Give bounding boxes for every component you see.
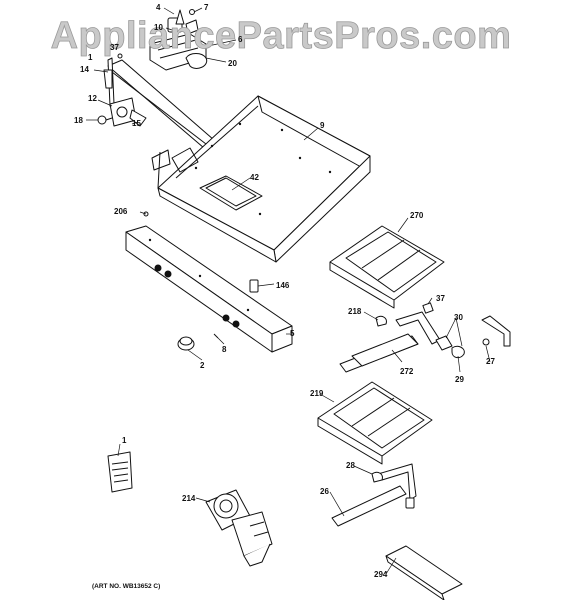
callout-label: 37 — [110, 43, 119, 52]
burner-shield-219 — [317, 381, 433, 465]
callout-label: 4 — [156, 3, 161, 12]
callout-label: 146 — [276, 281, 290, 290]
callout-label: 270 — [410, 211, 424, 220]
callout-label: 8 — [222, 345, 227, 354]
callout-label: 294 — [374, 570, 388, 579]
callout-label: 6 — [238, 35, 243, 44]
callout-label: 1 — [88, 53, 93, 62]
callout-label: 1 — [122, 436, 127, 445]
callout-label: 218 — [348, 307, 362, 316]
callout-label: 7 — [204, 3, 209, 12]
callout-label: 28 — [346, 461, 355, 470]
callout-label: 14 — [80, 65, 89, 74]
callout-label: 2 — [200, 361, 205, 370]
leader-lines — [86, 7, 491, 575]
callout-label: 30 — [454, 313, 463, 322]
callout-label: 27 — [486, 357, 495, 366]
callout-label: 15 — [132, 119, 141, 128]
callout-label: 10 — [154, 23, 163, 32]
art-number: (ART NO. WB13652 C) — [92, 583, 160, 590]
callout-label: 272 — [400, 367, 414, 376]
igniter-switch — [249, 279, 259, 293]
burner-box-window — [199, 175, 263, 211]
burner-box — [151, 95, 371, 263]
callout-label: 29 — [455, 375, 464, 384]
callout-label: 37 — [436, 294, 445, 303]
callout-label: 12 — [88, 94, 97, 103]
burner-tube-272 — [339, 302, 441, 373]
callout-label: 42 — [250, 173, 259, 182]
burner-tube-26 — [331, 463, 417, 527]
callout-label: 219 — [310, 389, 324, 398]
orifice-fittings — [435, 315, 511, 359]
control-panel — [125, 225, 293, 353]
callout-label: 18 — [74, 116, 83, 125]
owners-manual — [107, 451, 133, 493]
callout-label: 206 — [114, 207, 128, 216]
bracket-294 — [385, 545, 463, 600]
control-knob — [177, 336, 195, 351]
callout-label: 5 — [290, 329, 295, 338]
callout-label: 20 — [228, 59, 237, 68]
callout-label: 9 — [320, 121, 325, 130]
watermark: AppliancePartsPros.com — [51, 15, 512, 57]
callout-labels: 4 7 10 6 37 1 20 14 12 18 15 9 42 206 27… — [74, 3, 495, 579]
valve-assembly — [97, 97, 147, 127]
gas-valve-214 — [205, 489, 273, 567]
burner-shield-270 — [329, 225, 445, 309]
callout-label: 26 — [320, 487, 329, 496]
callout-label: 214 — [182, 494, 196, 503]
